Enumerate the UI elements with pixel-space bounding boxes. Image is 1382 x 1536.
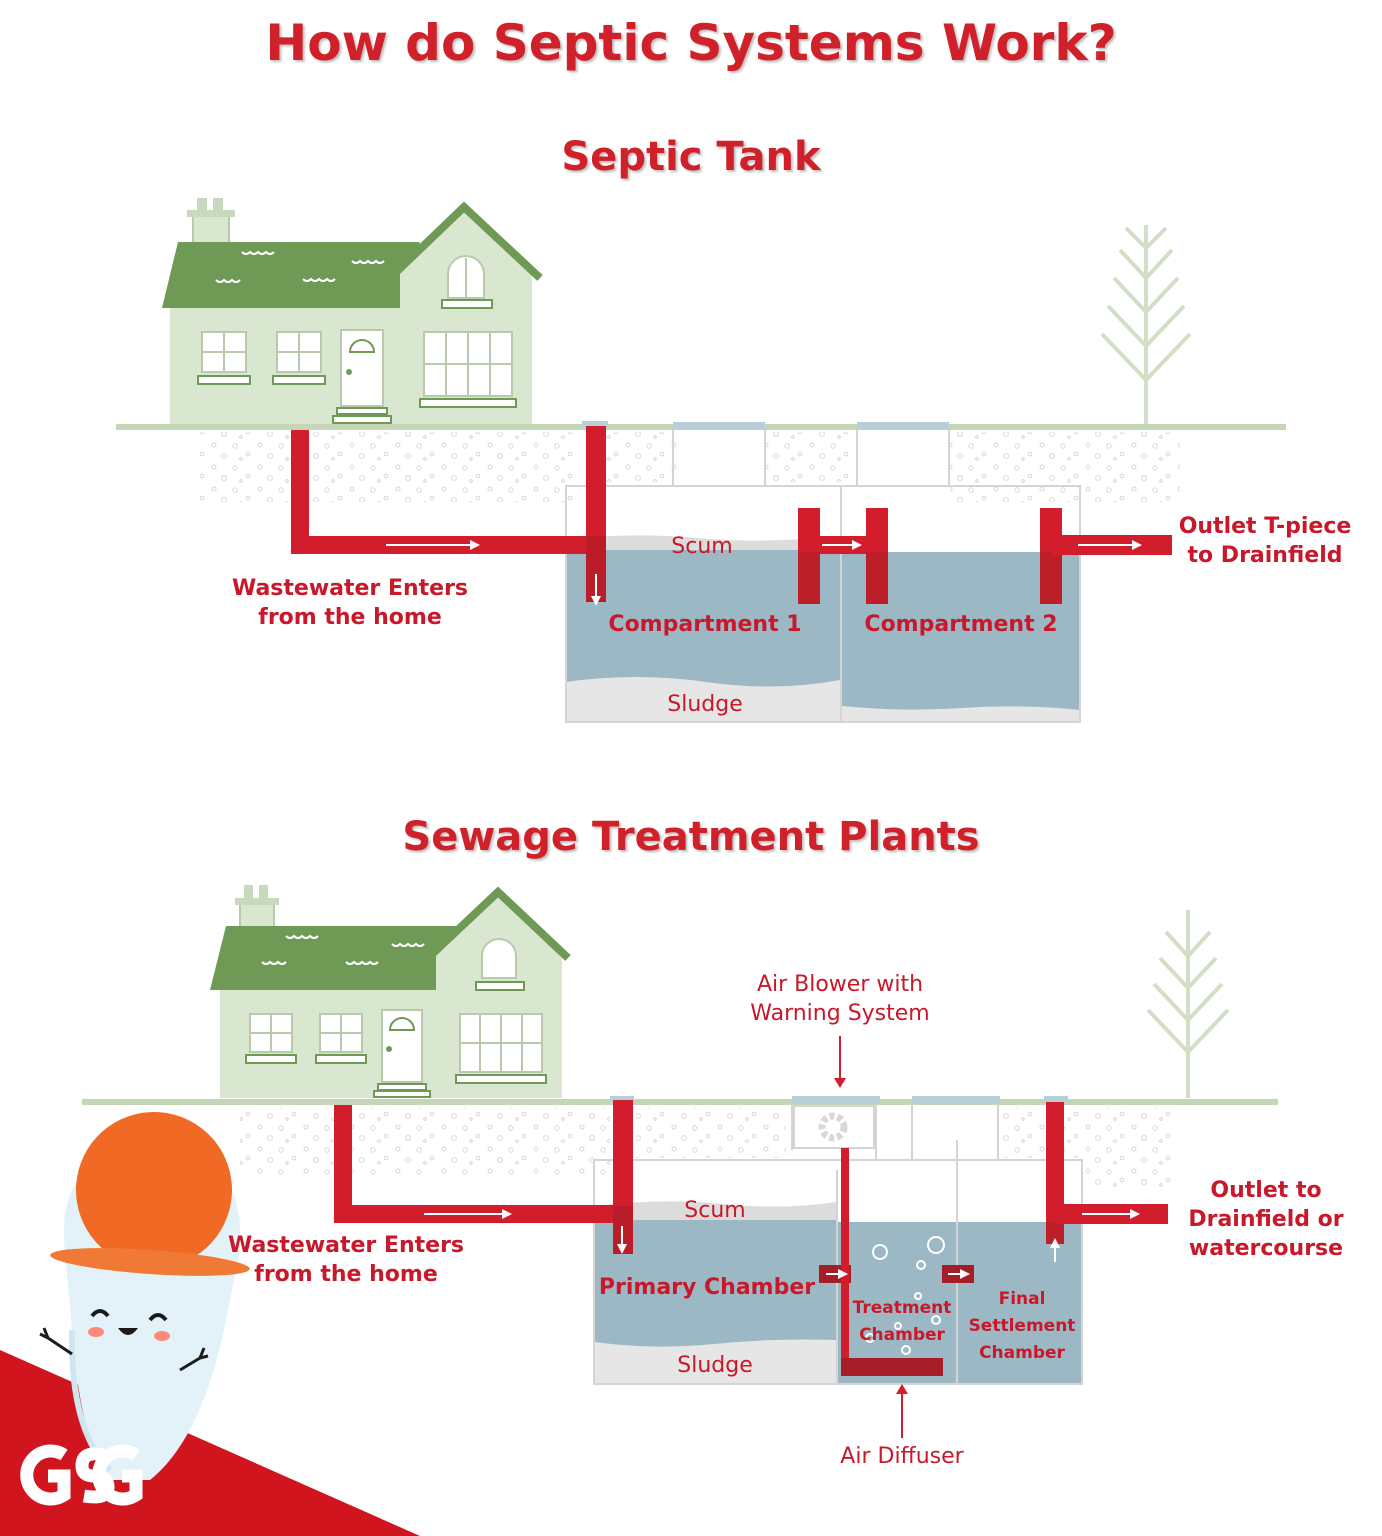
septic-sludge-label: Sludge	[667, 692, 743, 717]
air-blower-icon	[818, 1112, 848, 1142]
toilet-mascot-icon	[39, 1112, 250, 1480]
flow-arrow-icon	[386, 540, 1142, 606]
page-title: How do Septic Systems Work?	[265, 14, 1117, 72]
final-settlement-chamber-label: Final Settlement Chamber	[968, 1289, 1076, 1364]
house-icon	[210, 885, 571, 1098]
plant-sludge-label: Sludge	[677, 1353, 753, 1378]
compartment1-label: Compartment 1	[608, 612, 802, 637]
inlet-pipe	[291, 426, 606, 602]
outlet-pipe	[1040, 508, 1172, 604]
plant-outlet-label: Outlet to Drainfield or watercourse	[1188, 1178, 1344, 1262]
septic-tank-diagram	[116, 198, 1286, 723]
treatment-plant-tank	[593, 1140, 1083, 1385]
treatment-chamber-label: Treatment Chamber	[852, 1298, 952, 1346]
access-lid	[673, 422, 765, 430]
septic-tank-heading: Septic Tank	[561, 134, 821, 180]
air-bubbles	[865, 1236, 945, 1355]
air-blower-label: Air Blower with Warning System	[750, 972, 930, 1027]
tree-icon	[1146, 910, 1230, 1098]
access-lid	[792, 1096, 880, 1104]
treatment-plant-heading: Sewage Treatment Plants	[402, 814, 980, 860]
septic-scum-label: Scum	[671, 534, 733, 559]
house-icon	[162, 198, 543, 425]
septic-inlet-label: Wastewater Enters from the home	[231, 576, 469, 631]
plant-scum-label: Scum	[684, 1198, 746, 1223]
compartment2-label: Compartment 2	[864, 612, 1058, 637]
septic-tank	[565, 485, 1081, 723]
access-lid	[912, 1096, 1000, 1104]
flow-arrow-icon	[424, 1209, 1140, 1279]
primary-chamber-label: Primary Chamber	[598, 1275, 816, 1300]
tree-icon	[1100, 225, 1192, 425]
ground-line	[82, 1099, 1278, 1105]
air-diffuser-label: Air Diffuser	[840, 1444, 964, 1469]
air-line-pipe	[841, 1148, 943, 1376]
access-lid	[857, 422, 949, 430]
pointer-arrow-icon	[834, 1036, 908, 1438]
gsg-logo-icon	[20, 1444, 143, 1506]
septic-outlet-label: Outlet T-piece to Drainfield	[1178, 514, 1352, 569]
treatment-plant-diagram	[82, 885, 1278, 1438]
plant-inlet-label: Wastewater Enters from the home	[227, 1233, 465, 1288]
